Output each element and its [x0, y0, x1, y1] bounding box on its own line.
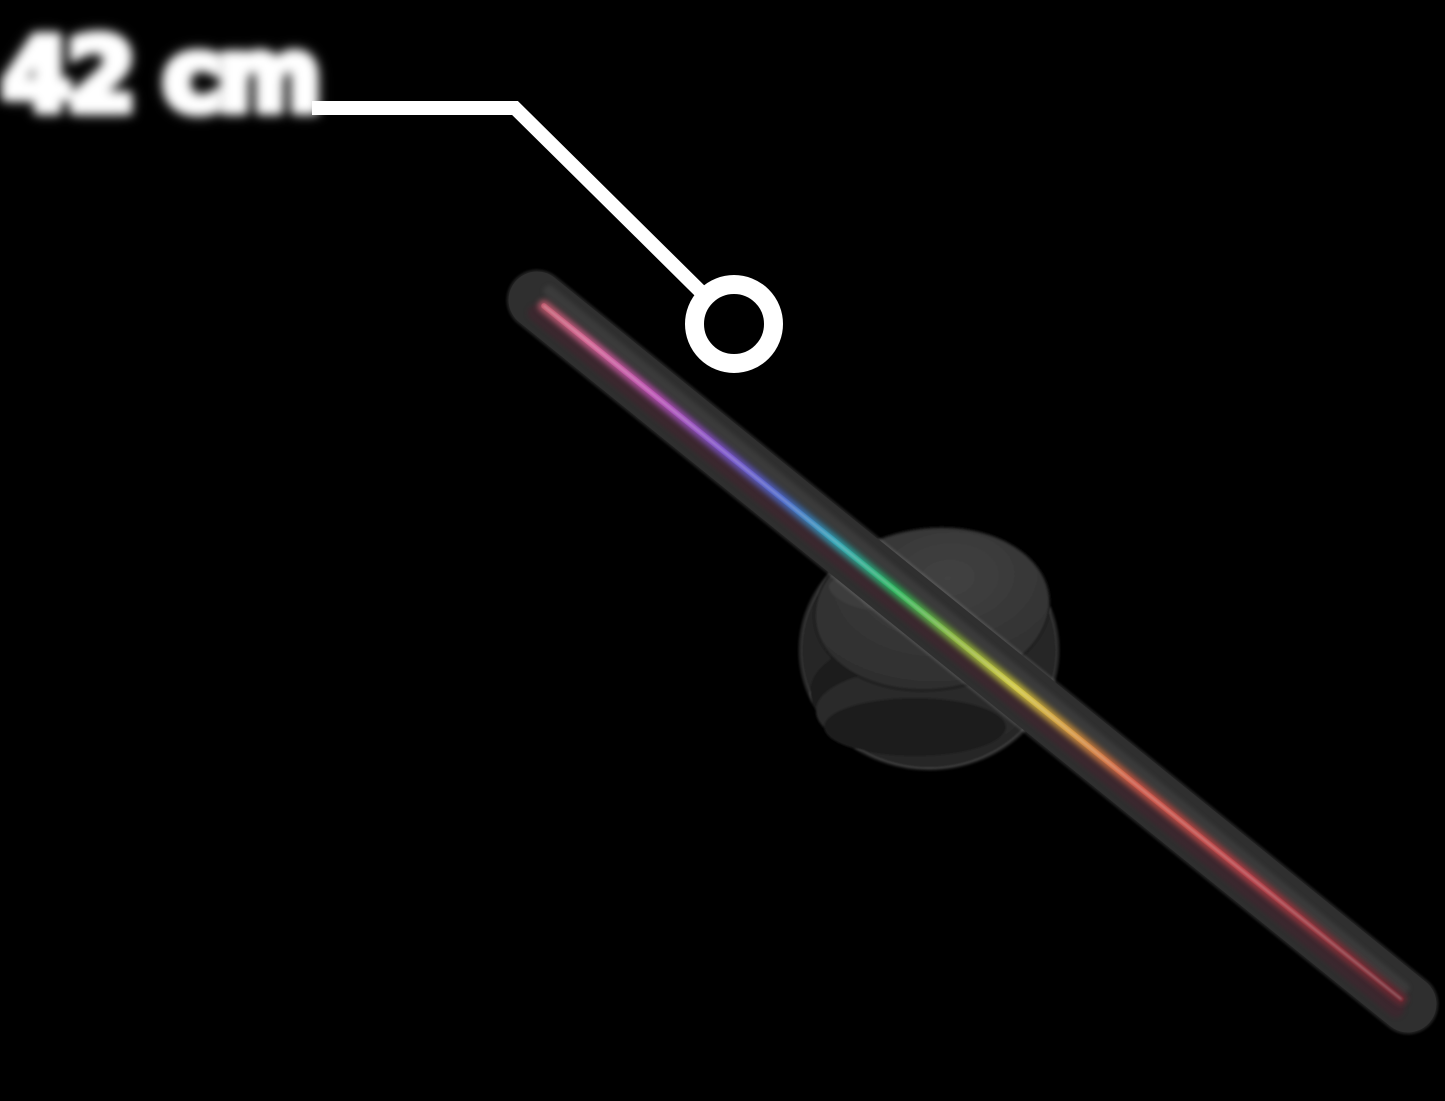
hub-base-groove-2: [824, 698, 1006, 756]
blade-lower-shading: [527, 304, 1405, 1018]
blade-upper-sheen: [543, 285, 1410, 994]
dimension-label: 42 cm: [0, 17, 326, 134]
fan-blade: [506, 269, 1439, 1035]
callout: [312, 101, 783, 373]
hub-top-rim: [813, 526, 1051, 692]
led-strip-hotspot: [543, 305, 1402, 1000]
callout-line: [312, 101, 705, 296]
callout-ring: [685, 275, 783, 373]
